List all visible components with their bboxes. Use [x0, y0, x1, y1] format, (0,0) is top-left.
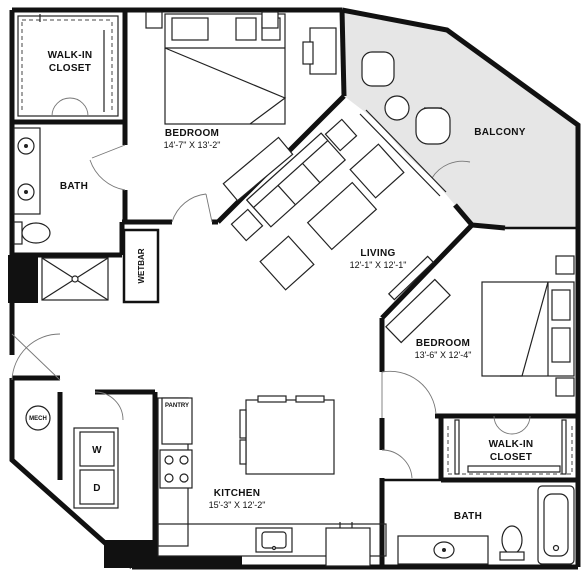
bedroom-1-label: BEDROOM [165, 128, 219, 139]
walkin-closet-2-label-line2: CLOSET [490, 452, 532, 463]
balcony-label: BALCONY [474, 127, 526, 138]
bath-2-label: BATH [454, 511, 482, 522]
living-dims: 12'-1" X 12'-1" [350, 260, 407, 270]
bedroom-2-label: BEDROOM [416, 338, 470, 349]
dryer-label: D [93, 483, 101, 494]
mech-label: MECH [29, 416, 47, 422]
wetbar-label: WETBAR [137, 248, 146, 283]
walls [8, 7, 581, 570]
balcony-area [342, 10, 578, 228]
bedroom-2-dims: 13'-6" X 12'-4" [415, 350, 472, 360]
fixtures [11, 11, 575, 567]
living-label: LIVING [360, 248, 395, 259]
kitchen-label: KITCHEN [214, 488, 261, 499]
kitchen-dims: 15'-3" X 12'-2" [209, 500, 266, 510]
bedroom-1-dims: 14'-7" X 13'-2" [164, 140, 221, 150]
washer-label: W [92, 445, 102, 456]
walkin-closet-1-label-line1: WALK-IN [48, 50, 93, 61]
pantry-label: PANTRY [165, 403, 189, 409]
walkin-closet-2-label-line1: WALK-IN [489, 439, 534, 450]
room-labels: WALK-IN CLOSET BEDROOM 14'-7" X 13'-2" B… [29, 50, 533, 522]
bath-1-label: BATH [60, 181, 88, 192]
walkin-closet-1-label-line2: CLOSET [49, 63, 91, 74]
